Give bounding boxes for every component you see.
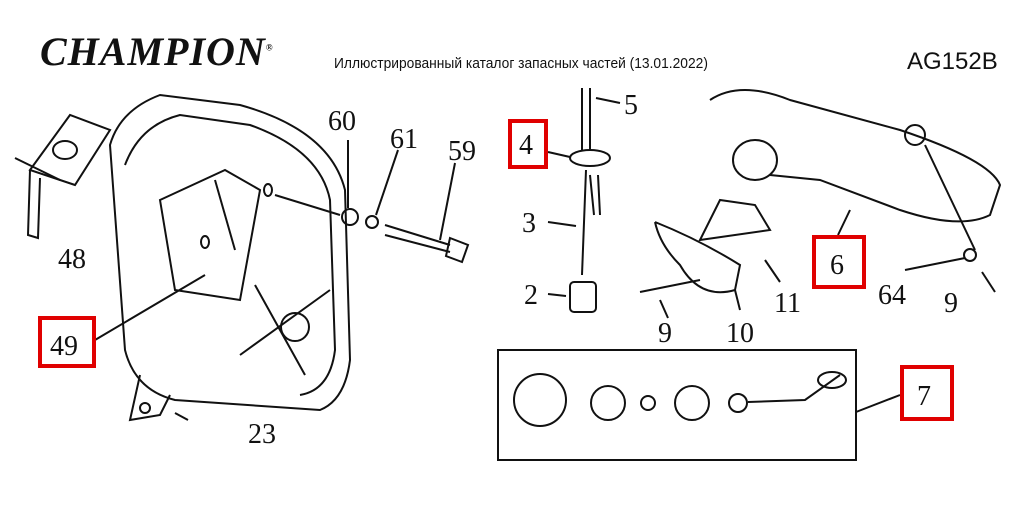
highlight-49 — [38, 316, 96, 368]
callout-23: 23 — [248, 419, 276, 450]
callout-6: 6 — [830, 250, 844, 281]
callout-60: 60 — [328, 106, 356, 137]
callout-10: 10 — [726, 318, 754, 349]
fuel-cap-kit — [497, 349, 901, 461]
callout-48: 48 — [58, 244, 86, 275]
highlight-6 — [812, 235, 866, 289]
callout-4: 4 — [519, 130, 533, 161]
highlight-7 — [900, 365, 954, 421]
callout-64: 64 — [878, 280, 906, 311]
catalog-title: Иллюстрированный каталог запасных частей… — [334, 55, 708, 72]
gasket-part — [14, 113, 112, 240]
callout-3: 3 — [522, 208, 536, 239]
callout-59: 59 — [448, 136, 476, 167]
fuel-tube-assembly — [547, 88, 621, 313]
handle-part — [709, 89, 1002, 293]
muffler-part — [94, 93, 352, 422]
bracket-part — [639, 198, 781, 319]
bolt-assembly — [274, 140, 470, 264]
callout-9-left: 9 — [658, 318, 672, 349]
callout-2: 2 — [524, 280, 538, 311]
callout-9-right: 9 — [944, 288, 958, 319]
callout-49: 49 — [50, 331, 78, 362]
highlight-4 — [508, 119, 548, 169]
brand-text: CHAMPION — [40, 29, 266, 74]
champion-logo: CHAMPION® — [40, 29, 274, 74]
model-number: AG152B — [907, 48, 998, 75]
callout-61: 61 — [390, 124, 418, 155]
callout-7: 7 — [917, 381, 931, 412]
callout-5: 5 — [624, 90, 638, 121]
callout-11: 11 — [774, 288, 801, 319]
